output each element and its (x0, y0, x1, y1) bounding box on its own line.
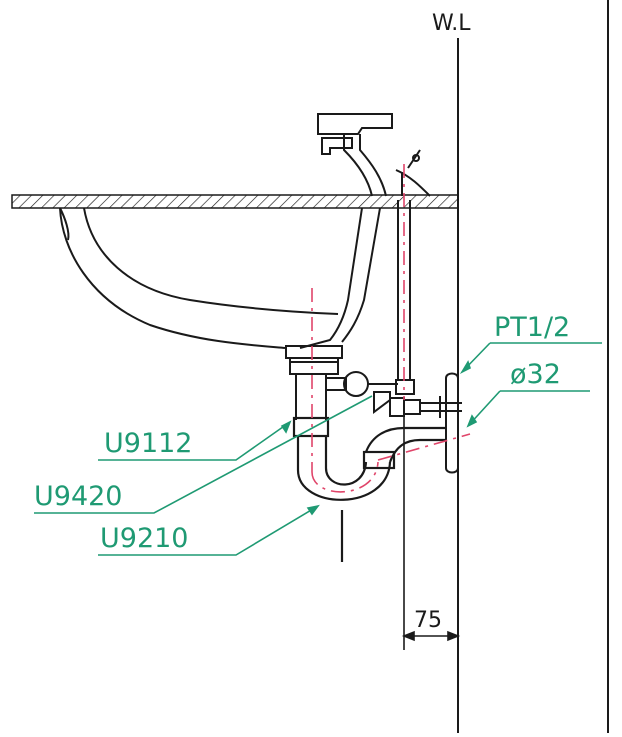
drain-fitting (285, 345, 398, 420)
callout-d32: ø32 (510, 359, 561, 390)
wall-label: W.L (432, 11, 471, 36)
dimension-75 (401, 400, 461, 650)
center-lines (311, 164, 471, 493)
countertop (11, 194, 459, 209)
faucet (317, 113, 431, 197)
angle-valve (373, 391, 462, 418)
basin-bowl (59, 207, 381, 349)
callout-pt12: PT1/2 (494, 312, 570, 343)
popup-rod (395, 200, 415, 395)
p-trap (292, 416, 446, 562)
dimension-label: 75 (414, 608, 442, 633)
callout-u9420: U9420 (34, 481, 122, 512)
leader-lines (34, 342, 602, 556)
wall-flanges (445, 372, 459, 474)
callout-u9112: U9112 (104, 428, 192, 459)
callout-u9210: U9210 (100, 523, 188, 554)
